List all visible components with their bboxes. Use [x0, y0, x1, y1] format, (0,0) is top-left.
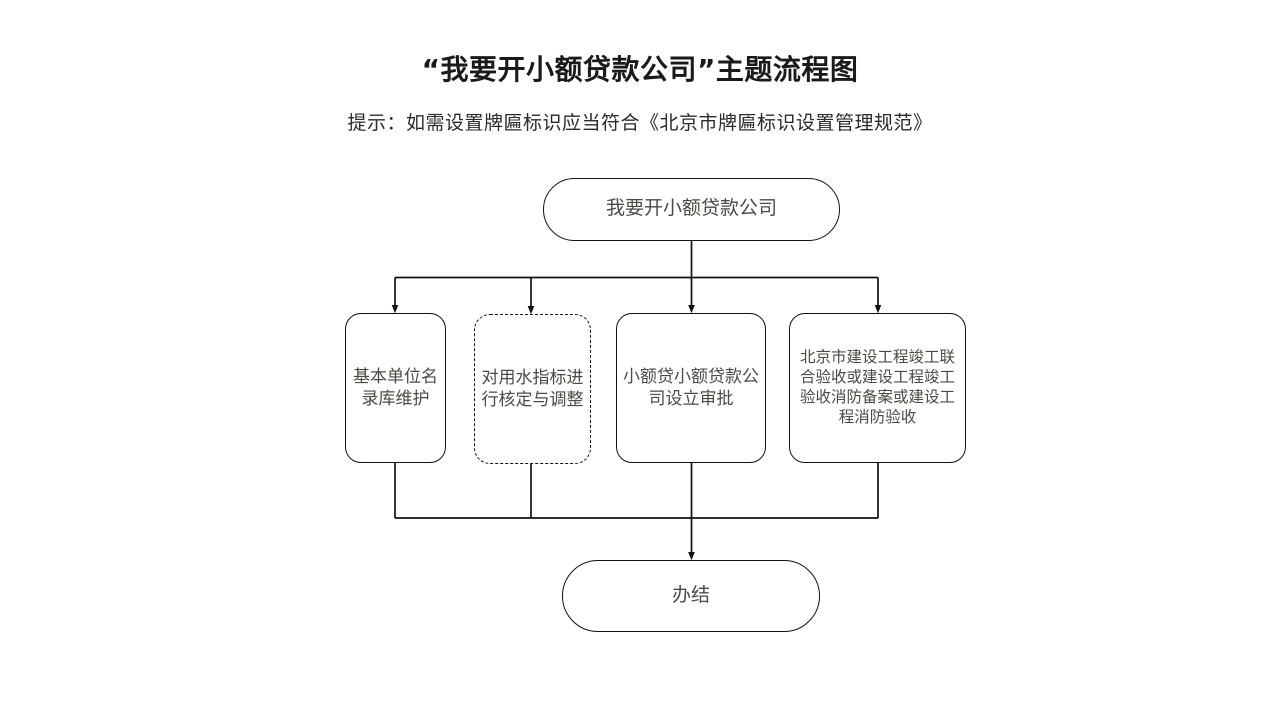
flow-node-end[interactable]: 办结 — [562, 560, 820, 632]
flow-node-basic-unit[interactable]: 基本单位名录库维护 — [345, 313, 446, 463]
page-title: “我要开小额贷款公司”主题流程图 — [421, 53, 859, 86]
flow-node-construction-acceptance[interactable]: 北京市建设工程竣工联合验收或建设工程竣工验收消防备案或建设工程消防验收 — [789, 313, 966, 463]
flow-node-microloan-approval[interactable]: 小额贷小额贷款公司设立审批 — [616, 313, 766, 463]
page-subtitle-note: 提示：如需设置牌匾标识应当符合《北京市牌匾标识设置管理规范》 — [347, 113, 933, 134]
flow-node-start[interactable]: 我要开小额贷款公司 — [543, 178, 840, 241]
flow-node-water-quota[interactable]: 对用水指标进行核定与调整 — [474, 314, 591, 464]
